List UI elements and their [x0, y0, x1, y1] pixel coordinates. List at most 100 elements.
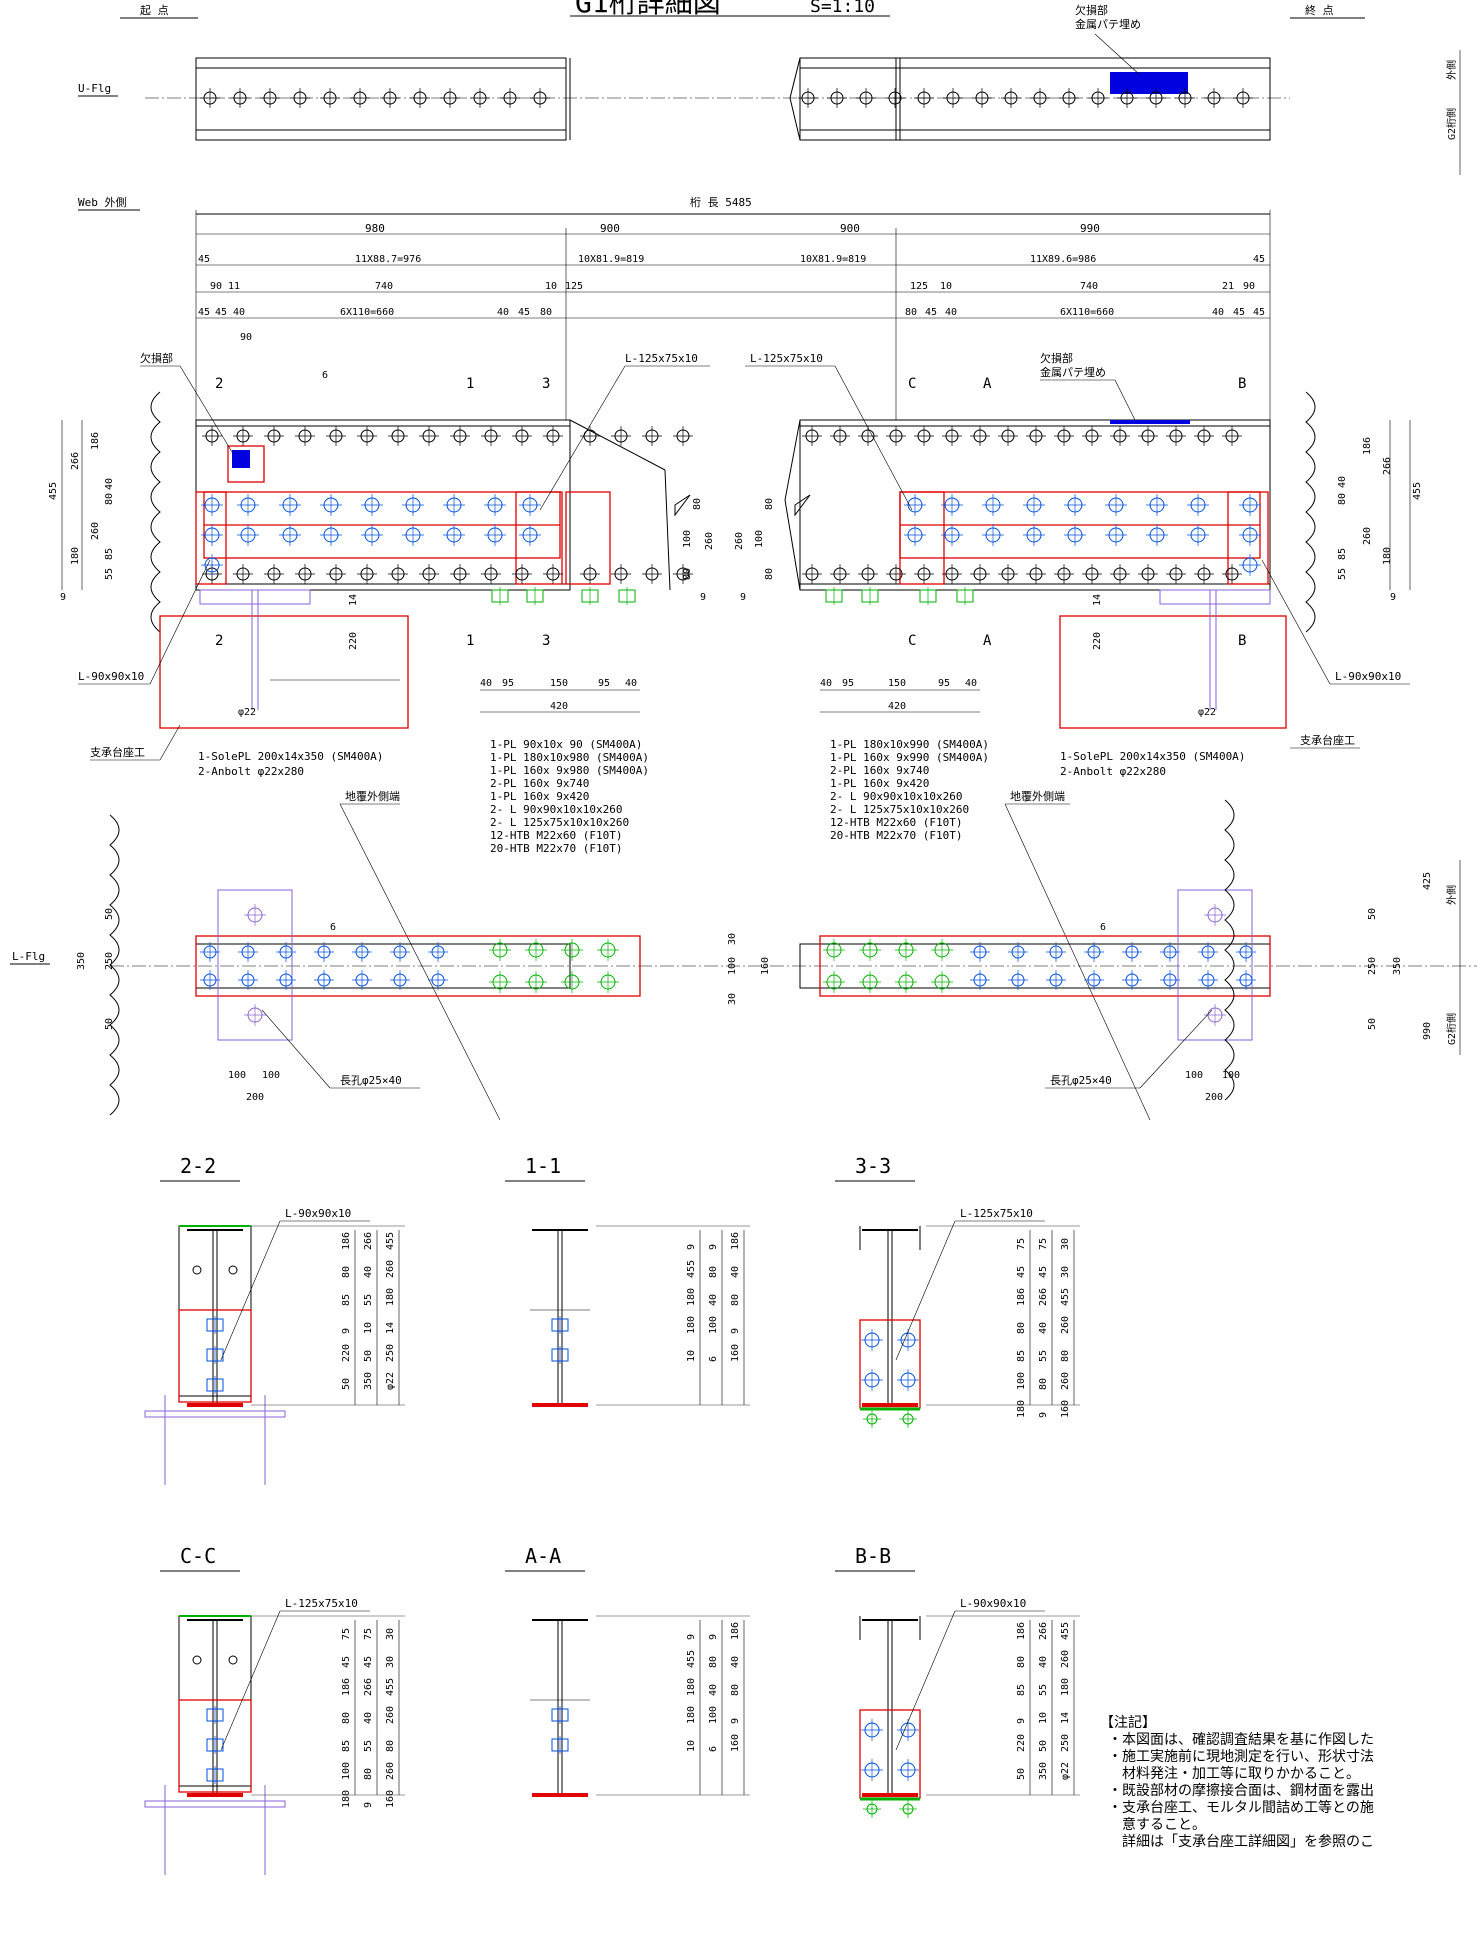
section-dim: 30: [385, 1628, 396, 1640]
section-dim: 40: [363, 1266, 374, 1278]
section-dim: 350: [1038, 1762, 1049, 1780]
section-dim: φ22: [385, 1372, 396, 1390]
section-title: B-B: [855, 1544, 891, 1568]
web-hole-bottom: [264, 564, 284, 584]
side-outer-top: 外側: [1445, 60, 1458, 80]
lflg-bolt: [1122, 970, 1142, 990]
vdim-80-left: 80: [104, 493, 115, 505]
web-hole-bottom: [642, 564, 662, 584]
bsdim-40-a: 40: [480, 678, 492, 689]
lflg-bolt: [276, 970, 296, 990]
parts-line-right: 1-PL 160x 9x990 (SM400A): [830, 751, 989, 764]
section-dim: 75: [1016, 1238, 1027, 1250]
dim-740-a: 740: [375, 281, 393, 292]
dim-90-a: 90: [210, 281, 222, 292]
web-hole-top: [830, 426, 850, 446]
vdim-455-left: 455: [48, 482, 59, 500]
web-hole-top: [1026, 426, 1046, 446]
web-hto-bolt: [904, 494, 926, 516]
section-dim: 75: [341, 1628, 352, 1640]
uflg-bolt-hole: [1001, 88, 1021, 108]
dim-45-e: 45: [518, 307, 530, 318]
side-g2-bottom: G2桁側: [1445, 1013, 1458, 1045]
mark-1-bottom: 1: [466, 633, 474, 649]
parts-line-left: 1-PL 160x 9x980 (SM400A): [490, 764, 649, 777]
notes-heading: 【注記】: [1100, 1715, 1156, 1731]
bsdim-95-a: 95: [502, 678, 514, 689]
section-dim: 100: [708, 1316, 719, 1334]
section-title: A-A: [525, 1544, 561, 1568]
weld-lflg-left: 6: [330, 922, 336, 933]
web-splice-bolt: [491, 587, 509, 605]
section-dim: 250: [1060, 1734, 1071, 1752]
ldim-100-b: 100: [262, 1070, 280, 1081]
uflg-bolt-hole: [943, 88, 963, 108]
section-dim: 186: [341, 1232, 352, 1250]
section-bolt: [897, 1719, 919, 1741]
bsdim-95-d: 95: [938, 678, 950, 689]
dim-45-f: 45: [925, 307, 937, 318]
web-hole-bottom: [886, 564, 906, 584]
web-hole-top: [264, 426, 284, 446]
dim-40-d: 40: [1212, 307, 1224, 318]
uflg-bolt-hole: [1030, 88, 1050, 108]
section-dim: 455: [686, 1650, 697, 1668]
parts-line-right: 1-PL 160x 9x420: [830, 777, 929, 790]
dim-40-b: 40: [497, 307, 509, 318]
section-dim: 80: [708, 1266, 719, 1278]
sdim-80-b: 80: [682, 568, 693, 580]
mark-C-bottom: C: [908, 633, 916, 649]
web-splice-bolt: [956, 587, 974, 605]
section-dim: 30: [1060, 1238, 1071, 1250]
web-hto-bolt: [402, 524, 424, 546]
rdim-50-a: 50: [1367, 908, 1378, 920]
section-dim: 266: [363, 1232, 374, 1250]
web-hto-bolt: [201, 494, 223, 516]
web-hto-bolt: [1146, 524, 1168, 546]
parts-line-left: 2-PL 160x 9x740: [490, 777, 589, 790]
uflg-bolt-hole: [500, 88, 520, 108]
section-dim: 14: [385, 1322, 396, 1334]
rdim-990: 990: [1422, 1022, 1433, 1040]
uflg-bolt-hole: [798, 88, 818, 108]
web-hto-bolt: [279, 494, 301, 516]
lflg-bolt: [314, 942, 334, 962]
lflg-splice-bolt: [823, 971, 845, 993]
web-hole-bottom: [1110, 564, 1130, 584]
web-outer-label: Web 外側: [78, 196, 127, 209]
web-hole-bottom: [1138, 564, 1158, 584]
section-dim: 50: [1038, 1740, 1049, 1752]
section-dim: 100: [341, 1762, 352, 1780]
section-dim: 455: [1060, 1622, 1071, 1640]
web-hto-bolt: [941, 524, 963, 546]
section-dim: 260: [385, 1762, 396, 1780]
web-hto-bolt: [519, 494, 541, 516]
uflg-bolt-hole: [1233, 88, 1253, 108]
section-dim: 186: [1016, 1288, 1027, 1306]
uflg-bolt-hole: [290, 88, 310, 108]
parts-line-left: 1-PL 180x10x980 (SM400A): [490, 751, 649, 764]
section-dim: 180: [686, 1706, 697, 1724]
section-dim: 260: [385, 1260, 396, 1278]
section-dim: 75: [1038, 1238, 1049, 1250]
web-hto-bolt: [320, 494, 342, 516]
web-hole-bottom: [295, 564, 315, 584]
section-dim: 100: [708, 1706, 719, 1724]
web-hto-bolt: [484, 494, 506, 516]
web-hole-bottom: [914, 564, 934, 584]
section-dim: 266: [363, 1678, 374, 1696]
section-dim: 80: [363, 1768, 374, 1780]
parts-line-left: 12-HTB M22x60 (F10T): [490, 829, 622, 842]
callout-l90-right: L-90x90x10: [1335, 670, 1401, 683]
sdim-80-a: 80: [692, 498, 703, 510]
web-hto-bolt: [443, 524, 465, 546]
web-hto-bolt: [443, 494, 465, 516]
dim-6x110-a: 6X110=660: [340, 307, 394, 318]
lflg-splice-bolt: [561, 971, 583, 993]
section-splice-bolt: [899, 1410, 917, 1428]
section-dim: 6: [708, 1746, 719, 1752]
lflg-splice-bolt: [859, 939, 881, 961]
material-line-left: 1-SolePL 200x14x350 (SM400A): [198, 750, 383, 763]
lflg-bolt: [352, 942, 372, 962]
